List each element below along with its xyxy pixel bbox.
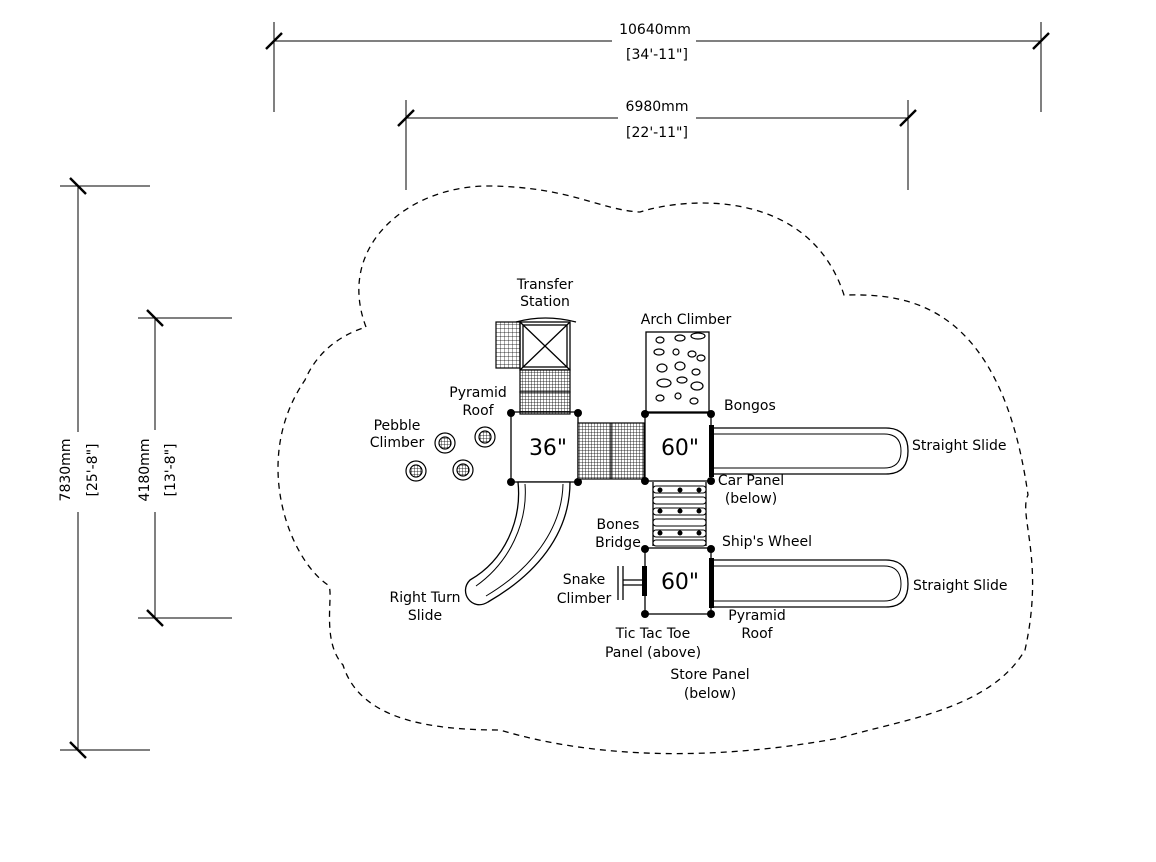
straight-slide-bottom [714,559,909,608]
transfer-station-label-line1: Transfer [516,277,574,293]
dimension-overall-depth: 7830mm [25'-8"] [58,177,150,759]
deck-60-bottom: 60" [641,545,715,618]
store-panel-label-line2: (below) [684,686,736,702]
tic-tac-toe-label-line1: Tic Tac Toe [615,626,690,642]
car-panel-label-line1: Car Panel [718,473,784,489]
bones-bridge-label-line2: Bridge [595,535,641,551]
deck-60-bottom-height-label: 60" [661,570,699,595]
pebble-climber-label-line2: Climber [370,435,425,451]
pyramid-roof-top-label-line1: Pyramid [449,385,506,401]
inner-depth-label: 4180mm [137,439,153,502]
safety-zone-outline [277,185,1034,755]
pebble-climber [405,426,496,482]
pebble-climber-label-line1: Pebble [374,418,421,434]
straight-slide-bottom-label: Straight Slide [913,578,1007,594]
inner-width-label: 6980mm [626,99,689,115]
bongos-label: Bongos [724,398,776,414]
overall-depth-imperial-label: [25'-8"] [85,444,101,497]
overall-width-imperial-label: [34'-11"] [626,47,688,63]
tic-tac-toe-label-line2: Panel (above) [605,645,701,661]
transfer-station-label-line2: Station [520,294,570,310]
pyramid-roof-bottom-label-line1: Pyramid [728,608,785,624]
deck-36-height-label: 36" [529,436,567,461]
dimension-inner-depth: 4180mm [13'-8"] [137,309,232,627]
dimension-overall-width: 10640mm [34'-11"] [265,22,1050,112]
dimension-inner-width: 6980mm [22'-11"] [397,99,917,190]
ships-wheel-label: Ship's Wheel [722,534,812,550]
right-turn-slide-label-line1: Right Turn [390,590,461,606]
bones-bridge [652,482,707,547]
straight-slide-top-label: Straight Slide [912,438,1006,454]
right-turn-slide [464,481,571,606]
deck-60-top: 60" [641,410,715,485]
snake-climber-label-line2: Climber [557,591,612,607]
overall-depth-label: 7830mm [58,439,74,502]
deck-36: 36" [507,409,582,486]
right-turn-slide-label-line2: Slide [408,608,442,624]
snake-climber [617,566,642,600]
deck-60-top-height-label: 60" [661,436,699,461]
store-panel-label-line1: Store Panel [670,667,749,683]
pyramid-roof-bottom-label-line2: Roof [741,626,773,642]
transfer-station [495,317,577,415]
arch-climber-label: Arch Climber [641,312,732,328]
inner-width-imperial-label: [22'-11"] [626,125,688,141]
arch-climber [645,331,710,413]
straight-slide-top [714,427,909,475]
inner-depth-imperial-label: [13'-8"] [163,444,179,497]
car-panel-label-line2: (below) [725,491,777,507]
overall-width-label: 10640mm [619,22,691,38]
snake-climber-label-line1: Snake [563,572,606,588]
pyramid-roof-top-label-line2: Roof [462,403,494,419]
bones-bridge-label-line1: Bones [597,517,640,533]
